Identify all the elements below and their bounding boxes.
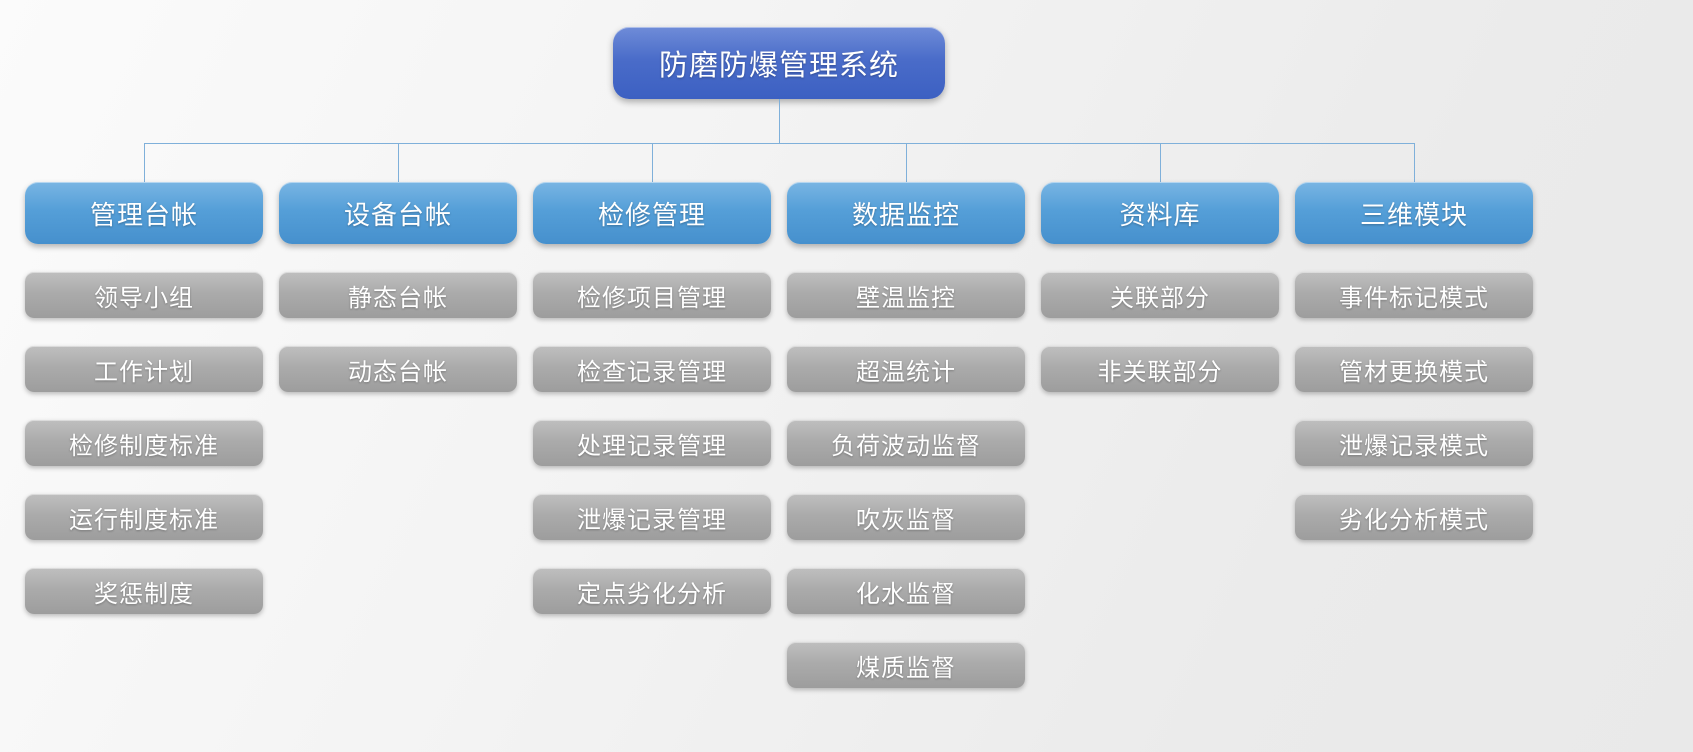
connector-horizontal-line [144, 143, 1414, 144]
child-node: 煤质监督 [787, 642, 1025, 688]
branch-node: 资料库 [1041, 182, 1279, 244]
branch-column-1: 管理台帐领导小组工作计划检修制度标准运行制度标准奖惩制度 [17, 143, 271, 688]
child-node: 运行制度标准 [25, 494, 263, 540]
child-node: 负荷波动监督 [787, 420, 1025, 466]
child-node: 工作计划 [25, 346, 263, 392]
connector-drop-line [397, 143, 399, 182]
child-node: 非关联部分 [1041, 346, 1279, 392]
child-node: 超温统计 [787, 346, 1025, 392]
child-node: 处理记录管理 [533, 420, 771, 466]
connector-drop-line [651, 143, 653, 182]
branch-column-2: 设备台帐静态台帐动态台帐 [271, 143, 525, 688]
branch-node: 设备台帐 [279, 182, 517, 244]
child-node: 壁温监控 [787, 272, 1025, 318]
child-node: 化水监督 [787, 568, 1025, 614]
branch-node: 管理台帐 [25, 182, 263, 244]
connector-drop-line [905, 143, 907, 182]
branch-node: 三维模块 [1295, 182, 1533, 244]
root-node: 防磨防爆管理系统 [613, 27, 945, 99]
branch-column-3: 检修管理检修项目管理检查记录管理处理记录管理泄爆记录管理定点劣化分析 [525, 143, 779, 688]
child-node: 事件标记模式 [1295, 272, 1533, 318]
child-node: 泄爆记录模式 [1295, 420, 1533, 466]
connector-drop-line [143, 143, 145, 182]
connector-drop-line [1159, 143, 1161, 182]
branch-column-5: 资料库关联部分非关联部分 [1033, 143, 1287, 688]
child-node: 关联部分 [1041, 272, 1279, 318]
child-node: 管材更换模式 [1295, 346, 1533, 392]
org-chart: 防磨防爆管理系统 管理台帐领导小组工作计划检修制度标准运行制度标准奖惩制度设备台… [17, 0, 1541, 752]
child-node: 定点劣化分析 [533, 568, 771, 614]
child-node: 检修项目管理 [533, 272, 771, 318]
branch-node: 数据监控 [787, 182, 1025, 244]
child-node: 静态台帐 [279, 272, 517, 318]
branch-column-6: 三维模块事件标记模式管材更换模式泄爆记录模式劣化分析模式 [1287, 143, 1541, 688]
child-node: 奖惩制度 [25, 568, 263, 614]
connector-root-stem [779, 99, 780, 144]
child-node: 检查记录管理 [533, 346, 771, 392]
child-node: 泄爆记录管理 [533, 494, 771, 540]
branch-node: 检修管理 [533, 182, 771, 244]
child-node: 劣化分析模式 [1295, 494, 1533, 540]
child-node: 检修制度标准 [25, 420, 263, 466]
connector-drop-line [1413, 143, 1415, 182]
child-node: 动态台帐 [279, 346, 517, 392]
child-node: 领导小组 [25, 272, 263, 318]
branch-column-4: 数据监控壁温监控超温统计负荷波动监督吹灰监督化水监督煤质监督 [779, 143, 1033, 688]
child-node: 吹灰监督 [787, 494, 1025, 540]
branch-columns: 管理台帐领导小组工作计划检修制度标准运行制度标准奖惩制度设备台帐静态台帐动态台帐… [17, 143, 1541, 688]
